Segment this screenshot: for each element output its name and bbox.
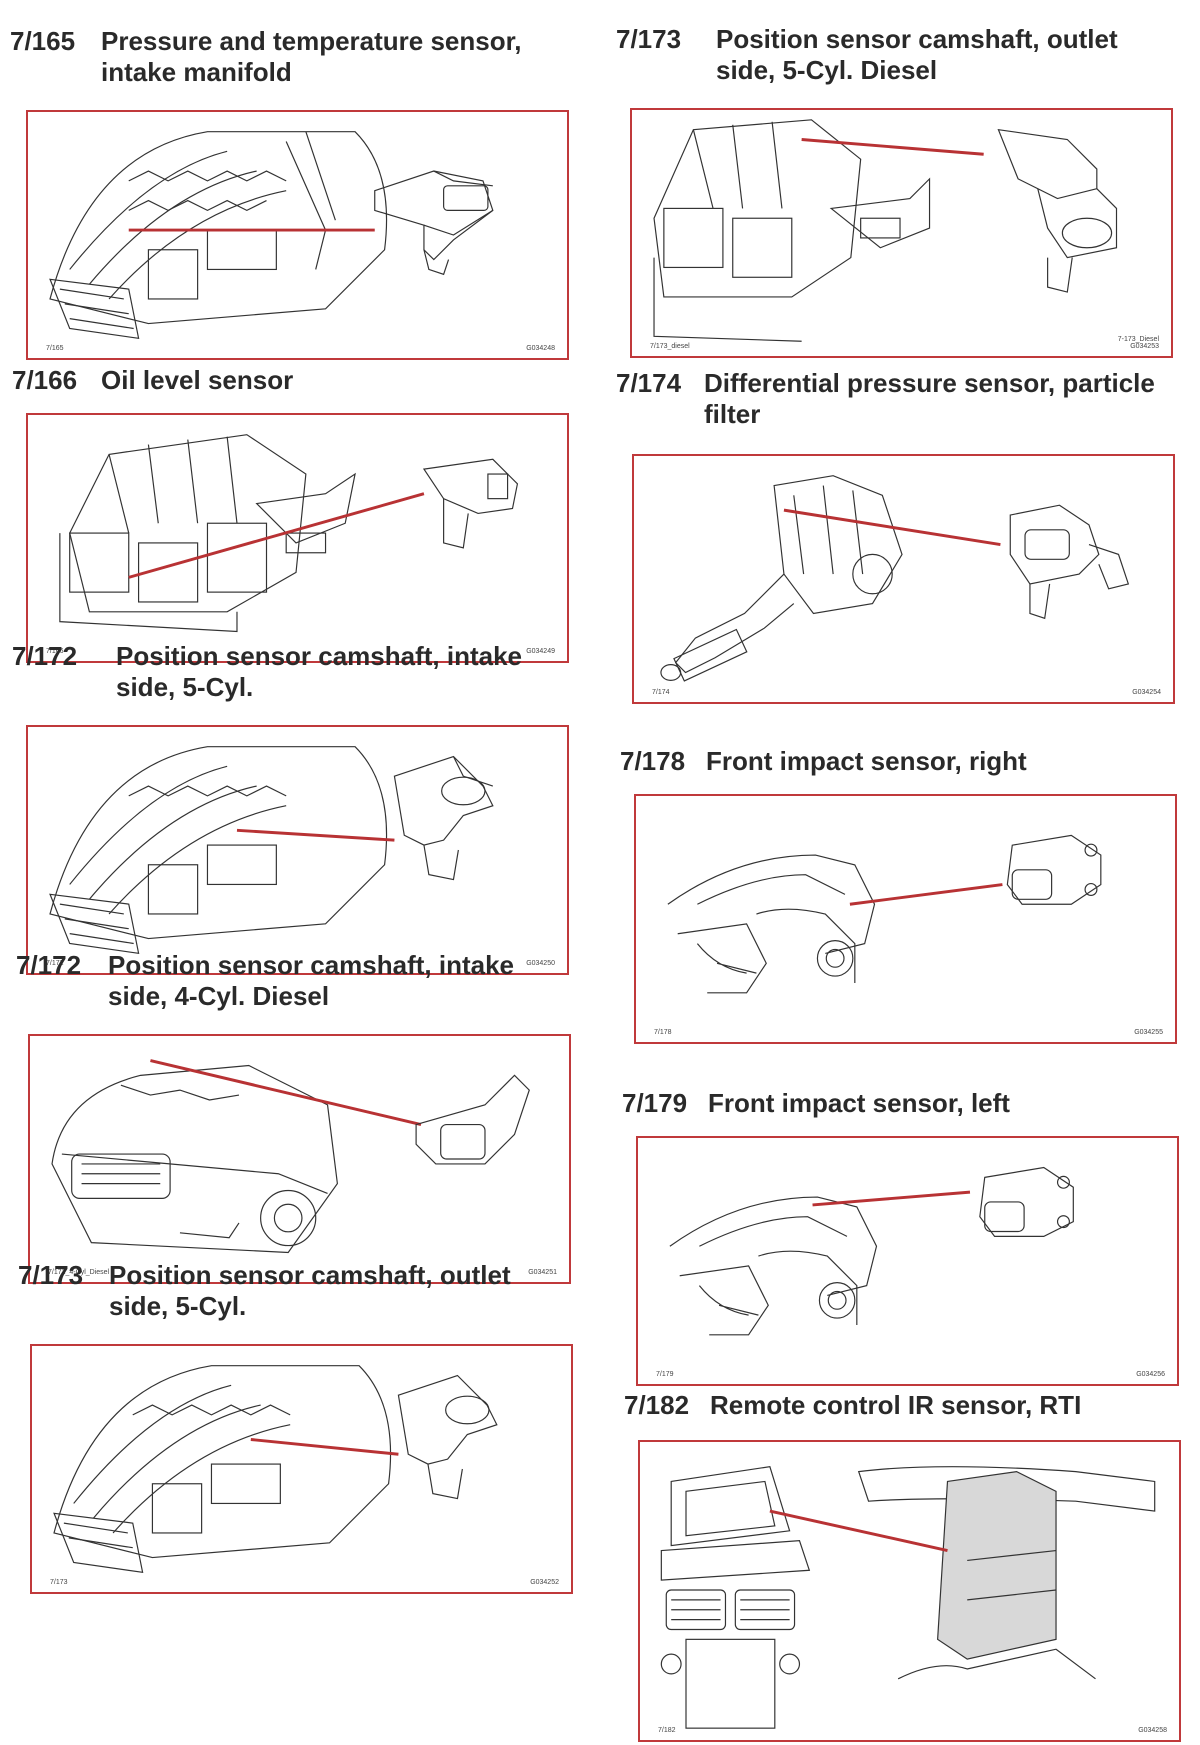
figure-caption-left: 7/179 <box>656 1371 674 1378</box>
section-title: Oil level sensor <box>101 365 294 395</box>
figure-caption-left: 7/174 <box>652 689 670 696</box>
figure-caption-left: 7/173 <box>50 1579 68 1586</box>
section-title: Front impact sensor, left <box>708 1088 1010 1118</box>
figure-code: G034248 <box>526 345 555 352</box>
illustration-frame: 7/165 G034248 <box>26 110 569 360</box>
illustration-frame: 7/172 G034250 <box>26 725 569 975</box>
section-number: 7/165 <box>10 26 76 56</box>
illustration-frame: 7/178 G034255 <box>634 794 1177 1044</box>
section-number: 7/178 <box>620 746 686 776</box>
illustration-frame: 7/173 G034252 <box>30 1344 573 1594</box>
illustration-frame: 7/182 G034258 <box>638 1440 1181 1742</box>
figure-caption-left: 7/165 <box>46 345 64 352</box>
section-title: Pressure and temperature sensor,intake m… <box>101 26 522 87</box>
section-number: 7/172 <box>12 641 78 671</box>
section-7-166: 7/166 Oil level sensor 7/166 G034249 <box>12 365 572 715</box>
figure-code: G034250 <box>526 960 555 967</box>
section-number: 7/182 <box>624 1390 690 1420</box>
figure-caption-left: 7/178 <box>654 1029 672 1036</box>
section-number: 7/173 <box>18 1260 84 1290</box>
figure-caption-extra: 7-173_Diesel <box>1117 336 1159 343</box>
section-title: Front impact sensor, right <box>706 746 1027 776</box>
figure-caption-left: 7/173_diesel <box>650 343 690 350</box>
particle-filter-illustration <box>660 475 1130 682</box>
figure-code: G034254 <box>1132 689 1161 696</box>
engine-bay-illustration <box>49 746 494 955</box>
engine-illustration <box>59 434 519 633</box>
illustration-frame: 7/179 G034256 <box>636 1136 1179 1386</box>
dashboard-illustration <box>660 1466 1156 1729</box>
car-outline-illustration <box>669 1166 1074 1336</box>
figure-code: G034253 <box>1130 343 1159 350</box>
section-number: 7/179 <box>622 1088 688 1118</box>
figure-code: G034255 <box>1134 1029 1163 1036</box>
section-7-174: 7/174 Differential pressure sensor, part… <box>616 368 1176 718</box>
illustration-frame: 7/166 G034249 <box>26 413 569 663</box>
section-7-165: 7/165 Pressure and temperature sensor,in… <box>10 26 570 371</box>
section-7-182: 7/182 Remote control IR sensor, RTI 7/18… <box>624 1390 1184 1742</box>
section-7-179: 7/179 Front impact sensor, left 7/179 G0… <box>622 1088 1182 1438</box>
engine-bay-illustration <box>53 1365 498 1574</box>
figure-code: G034249 <box>526 648 555 655</box>
figure-code: G034256 <box>1136 1371 1165 1378</box>
section-number: 7/166 <box>12 365 78 395</box>
figure-code: G034251 <box>528 1269 557 1276</box>
section-7-178: 7/178 Front impact sensor, right 7/178 G… <box>620 746 1180 1096</box>
illustration-frame: 7/174 G034254 <box>632 454 1175 704</box>
figure-code: G034258 <box>1138 1727 1167 1734</box>
car-outline-illustration <box>667 834 1102 994</box>
section-title: Remote control IR sensor, RTI <box>710 1390 1082 1420</box>
section-number: 7/172 <box>16 950 82 980</box>
figure-code: G034252 <box>530 1579 559 1586</box>
figure-caption-left: 7/182 <box>658 1727 676 1734</box>
illustration-frame: 7/173_diesel 7-173_Diesel G034253 <box>630 108 1173 358</box>
section-number: 7/174 <box>616 368 682 398</box>
section-number: 7/173 <box>616 24 682 54</box>
car-front-illustration <box>51 1059 530 1254</box>
illustration-frame: 7/172_4-Cyl_Diesel G034251 <box>28 1034 571 1284</box>
figure-caption-left: 7/172_4-Cyl_Diesel <box>48 1269 110 1276</box>
figure-caption-left: 7/172 <box>46 960 64 967</box>
engine-bay-illustration <box>49 131 494 340</box>
figure-caption-left: 7/166 <box>46 648 64 655</box>
diesel-engine-illustration <box>653 119 1118 342</box>
